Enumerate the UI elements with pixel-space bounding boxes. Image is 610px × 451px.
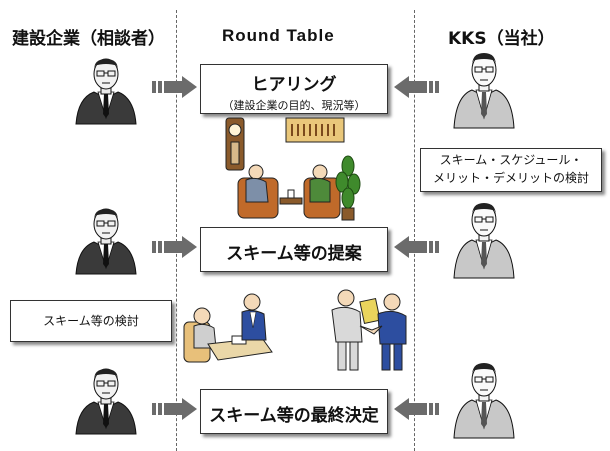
block-arrow-right-icon bbox=[152, 236, 197, 258]
right-column-divider bbox=[414, 10, 415, 451]
left-column-divider bbox=[176, 10, 177, 451]
stage-hearing-box: ヒアリング （建設企業の目的、現況等） bbox=[200, 64, 388, 114]
client-column-header: 建設企業（相談者） bbox=[12, 29, 165, 49]
kks-review-note: スキーム・スケジュール・ メリット・デメリットの検討 bbox=[420, 148, 602, 192]
kks-column-header: KKS（当社） bbox=[448, 29, 555, 49]
discussion-at-table-illustration bbox=[183, 293, 273, 363]
kks-review-note-line-2: メリット・デメリットの検討 bbox=[432, 171, 589, 185]
client-person-icon bbox=[75, 208, 137, 275]
stage-final-decision-box: スキーム等の最終決定 bbox=[200, 389, 388, 434]
stage-hearing-subtitle: （建設企業の目的、現況等） bbox=[222, 99, 366, 112]
stage-proposal-box: スキーム等の提案 bbox=[200, 227, 388, 272]
consultation-living-room-illustration bbox=[225, 117, 361, 221]
block-arrow-left-icon bbox=[394, 76, 439, 98]
block-arrow-right-icon bbox=[152, 76, 197, 98]
handshake-illustration bbox=[331, 289, 407, 371]
stage-final-decision-title: スキーム等の最終決定 bbox=[209, 406, 379, 426]
block-arrow-left-icon bbox=[394, 398, 439, 420]
block-arrow-right-icon bbox=[152, 398, 197, 420]
client-person-icon bbox=[75, 368, 137, 435]
client-review-note: スキーム等の検討 bbox=[10, 300, 172, 342]
client-review-note-text: スキーム等の検討 bbox=[43, 314, 139, 328]
stage-proposal-title: スキーム等の提案 bbox=[226, 244, 362, 264]
client-person-icon bbox=[75, 58, 137, 125]
kks-person-icon bbox=[453, 363, 515, 439]
block-arrow-left-icon bbox=[394, 236, 439, 258]
stage-hearing-title: ヒアリング bbox=[251, 75, 337, 95]
round-table-column-header: Round Table bbox=[222, 26, 335, 45]
kks-person-icon bbox=[453, 53, 515, 129]
kks-person-icon bbox=[453, 203, 515, 279]
kks-review-note-line-1: スキーム・スケジュール・ bbox=[439, 153, 583, 167]
